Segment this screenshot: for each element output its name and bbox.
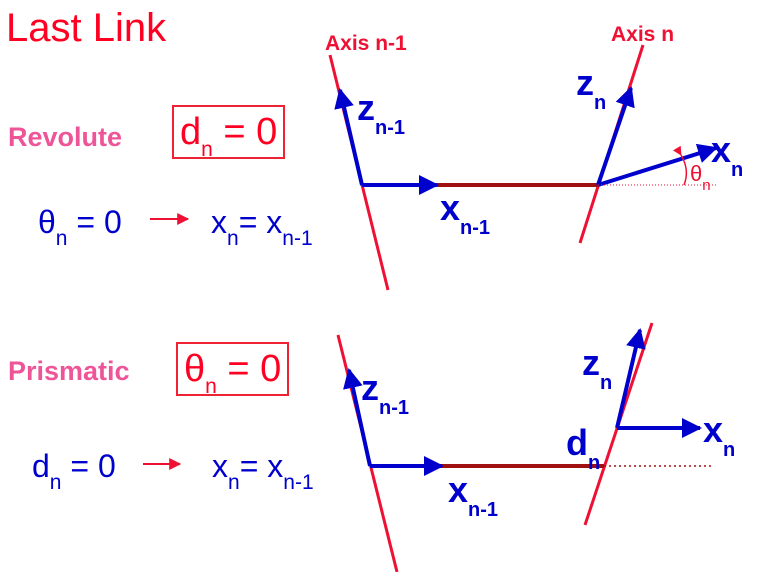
theta-subscript: n (702, 177, 711, 194)
prismatic-label: Prismatic (8, 356, 130, 386)
revolute-equation-right: xn= xn-1 (211, 204, 313, 249)
z-n-label: zn (576, 62, 606, 114)
axis-n-1-label: Axis n-1 (325, 32, 407, 55)
x-subscript: n-1 (460, 217, 491, 239)
prismatic-equation-left: dn = 0 (32, 448, 116, 493)
z-subscript: n-1 (379, 397, 409, 419)
z-n-1-arrow (334, 88, 364, 186)
x-subscript: n-1 (468, 499, 499, 521)
z-subscript: n (600, 372, 613, 394)
eq-x: x (212, 448, 228, 484)
z-n-1-label-2: zn-1 (361, 367, 409, 419)
theta-symbol: θ (690, 161, 703, 186)
d-symbol: d (566, 422, 588, 463)
revolute-equation-left: θn = 0 (38, 204, 122, 249)
z-n-label-2: zn (582, 342, 612, 394)
prismatic-constraint-box: θn = 0 (176, 342, 290, 398)
z-symbol: z (582, 342, 600, 383)
z-symbol: z (361, 367, 379, 408)
x-n-label: xn (711, 129, 743, 181)
x-symbol: x (448, 469, 469, 510)
revolute-constraint-box: dn = 0 (172, 105, 286, 161)
constraint-rest: = 0 (216, 348, 282, 390)
theta-n-label: θn (690, 161, 711, 194)
eq-symbol: θ (38, 204, 56, 240)
theta-angle-arc (672, 145, 688, 186)
z-subscript: n (594, 92, 607, 114)
constraint-symbol: θ (184, 348, 206, 390)
constraint-rest: = 0 (212, 111, 278, 153)
eq-mid: = x (238, 204, 283, 240)
z-symbol: z (576, 62, 594, 103)
eq-subscript: n (55, 227, 68, 250)
eq-subscript-n-1: n-1 (282, 227, 313, 250)
x-n-1-label-2: xn-1 (448, 469, 498, 521)
constraint-symbol: d (180, 111, 202, 153)
z-n-1-arrow-2 (343, 368, 372, 467)
d-n-label: dn (566, 422, 600, 474)
prismatic-equation-right: xn= xn-1 (212, 448, 314, 493)
x-symbol: x (711, 129, 732, 170)
z-n-arrow-2 (615, 328, 646, 429)
z-n-arrow (596, 86, 635, 186)
revolute-label: Revolute (8, 122, 123, 152)
x-subscript: n (723, 439, 736, 461)
x-subscript: n (731, 159, 744, 181)
x-symbol: x (703, 409, 724, 450)
x-n-1-label: xn-1 (440, 187, 490, 239)
eq-mid: = x (239, 448, 284, 484)
x-n-arrow (597, 143, 718, 187)
page-title: Last Link (6, 6, 167, 50)
axis-n-label: Axis n (611, 23, 675, 46)
eq-subscript-n: n (228, 471, 240, 494)
z-n-1-label: zn-1 (357, 87, 405, 139)
z-symbol: z (357, 87, 375, 128)
x-symbol: x (440, 187, 461, 228)
eq-rest: = 0 (67, 204, 122, 240)
constraint-subscript: n (201, 138, 213, 161)
eq-symbol: d (32, 448, 50, 484)
eq-subscript-n: n (227, 227, 239, 250)
x-n-label-2: xn (703, 409, 735, 461)
eq-subscript-n-1: n-1 (283, 471, 314, 494)
constraint-subscript: n (205, 375, 217, 398)
z-subscript: n-1 (375, 117, 405, 139)
eq-subscript: n (49, 471, 62, 494)
eq-rest: = 0 (61, 448, 116, 484)
d-subscript: n (588, 452, 601, 474)
eq-x: x (211, 204, 227, 240)
